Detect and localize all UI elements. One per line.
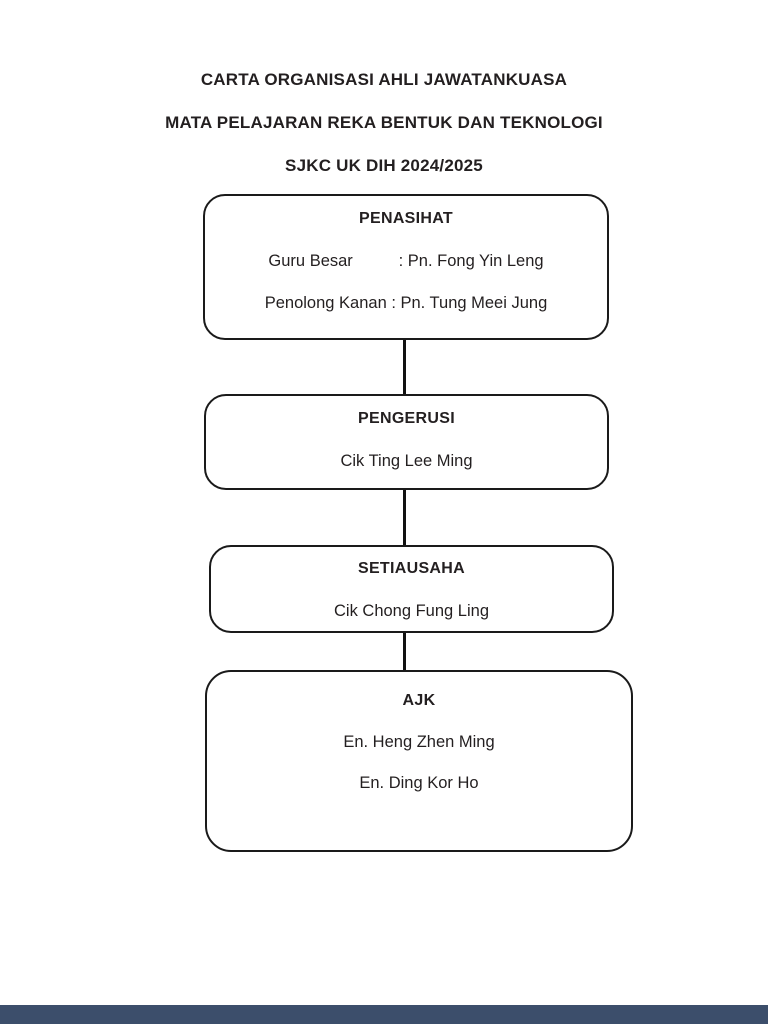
page-title-line-1: CARTA ORGANISASI AHLI JAWATANKUASA xyxy=(200,70,568,89)
page-title-line-3: SJKC UK DIH 2024/2025 xyxy=(285,156,483,175)
org-node-heading: PENGERUSI xyxy=(358,410,455,427)
org-node-setiausaha: SETIAUSAHA Cik Chong Fung Ling xyxy=(209,545,614,633)
org-node-penasihat: PENASIHAT Guru Besar : Pn. Fong Yin Leng… xyxy=(203,194,609,340)
org-node-member: En. Ding Kor Ho xyxy=(359,774,479,792)
org-connector-line xyxy=(403,490,406,545)
page-title-line-2: MATA PELAJARAN REKA BENTUK DAN TEKNOLOGI xyxy=(165,113,603,132)
org-connector-line xyxy=(403,633,406,670)
org-node-pengerusi: PENGERUSI Cik Ting Lee Ming xyxy=(204,394,609,490)
org-node-member: Cik Ting Lee Ming xyxy=(340,452,473,470)
org-node-member: Penolong Kanan : Pn. Tung Meei Jung xyxy=(264,294,548,312)
org-connector-line xyxy=(403,340,406,394)
org-node-member: Guru Besar : Pn. Fong Yin Leng xyxy=(268,252,544,270)
page-title: CARTA ORGANISASI AHLI JAWATANKUASA MATA … xyxy=(0,58,768,187)
viewer-footer-bar xyxy=(0,1005,768,1024)
org-node-member: Cik Chong Fung Ling xyxy=(333,602,489,620)
org-node-heading: AJK xyxy=(402,692,436,709)
org-node-member: En. Heng Zhen Ming xyxy=(343,733,495,751)
org-node-heading: SETIAUSAHA xyxy=(357,560,465,577)
org-node-ajk: AJK En. Heng Zhen Ming En. Ding Kor Ho xyxy=(205,670,633,852)
org-node-heading: PENASIHAT xyxy=(359,210,453,227)
